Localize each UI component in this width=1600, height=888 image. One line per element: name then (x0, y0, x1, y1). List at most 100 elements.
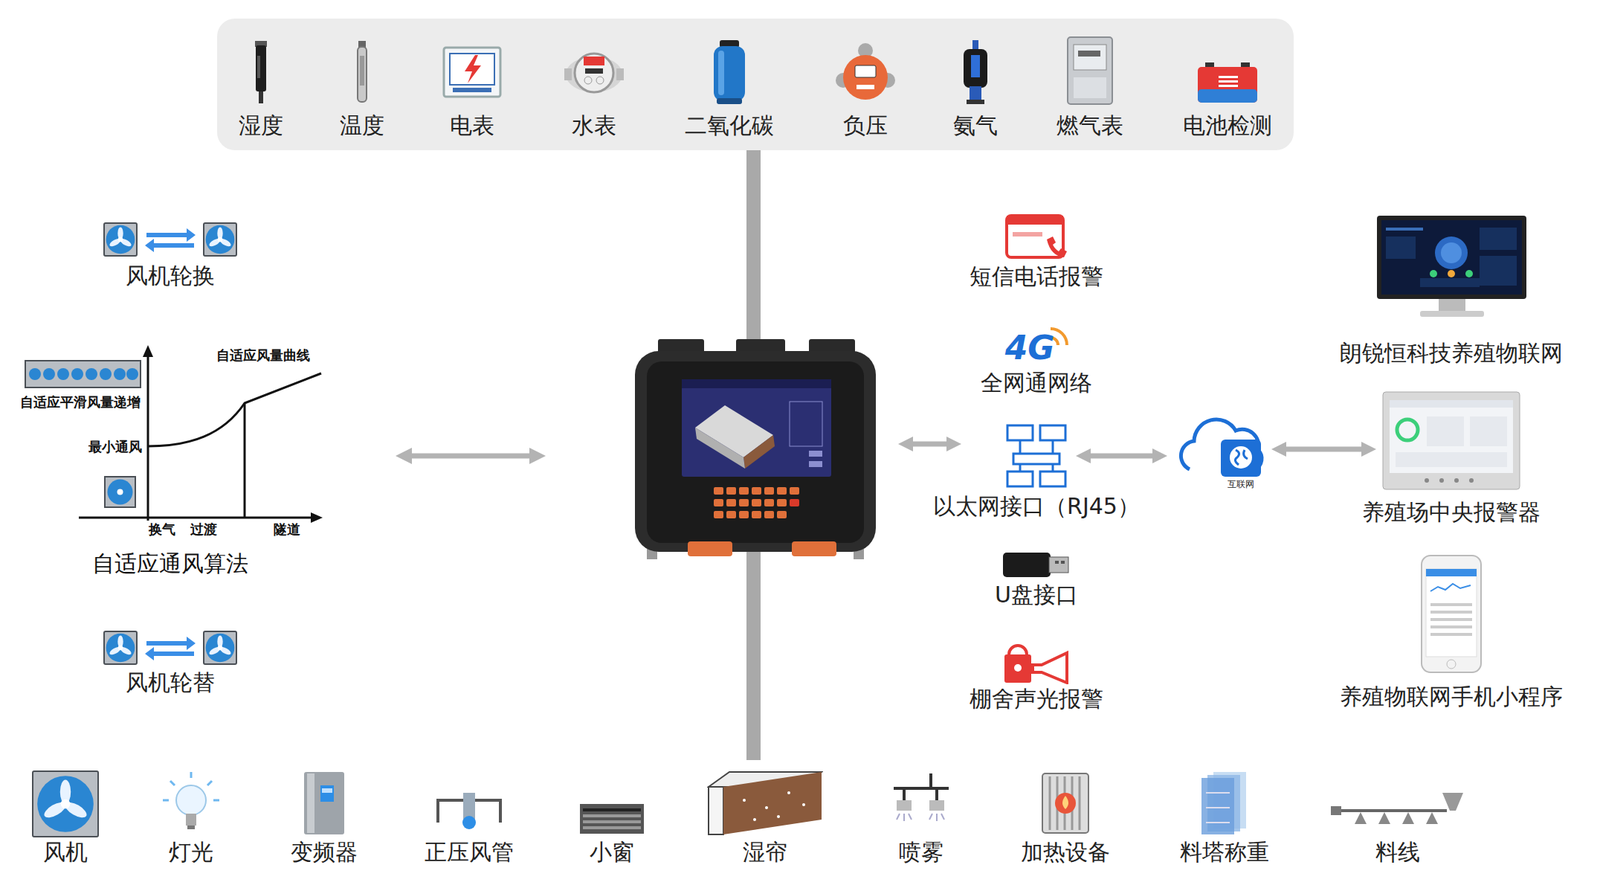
icon-part (443, 47, 501, 97)
device-icon (103, 630, 238, 665)
device-label: 加热设备 (1020, 838, 1111, 866)
icon-part (1479, 255, 1517, 286)
icon-part (104, 223, 137, 256)
icon-part (1008, 645, 1027, 655)
device-label: 养殖场中央报警器 (1362, 498, 1541, 526)
icon-part (963, 49, 988, 88)
icon-part (1465, 269, 1473, 278)
chart (310, 512, 323, 523)
connector-part (1089, 453, 1154, 459)
icon-part (1429, 269, 1438, 278)
device-label: 变频器 (290, 838, 358, 866)
icon-part (1438, 298, 1466, 313)
controller (726, 498, 737, 507)
controller (713, 486, 724, 495)
device-label: 互联网 (1227, 478, 1255, 490)
icon-part (1430, 602, 1473, 606)
icon-part (106, 225, 136, 255)
controller (764, 498, 774, 507)
link-arrow (395, 447, 412, 464)
icon-part (972, 40, 979, 51)
icon-part (582, 820, 641, 824)
icon-part (1376, 215, 1527, 299)
icon-part (1454, 478, 1459, 483)
fan-bank (126, 368, 139, 380)
icon-part (1354, 811, 1367, 824)
device-label: 料线 (1375, 838, 1421, 866)
device-icon (834, 43, 897, 103)
controller (713, 510, 724, 519)
icon-part (966, 99, 985, 105)
fan-bank (71, 368, 84, 380)
device-icon (103, 222, 238, 257)
device-label: 风机 (43, 838, 88, 866)
icon-part (257, 55, 261, 79)
controller (726, 486, 737, 495)
icon-part (203, 631, 237, 664)
device-item: U盘接口 (1002, 550, 1070, 579)
section-caption: 自适应通风算法 (92, 550, 249, 577)
device-item: 水表 (564, 47, 624, 97)
icon-part (1395, 452, 1508, 467)
icon-part (971, 55, 980, 78)
icon-part (1333, 808, 1447, 812)
device-item: 湿度 (246, 40, 276, 105)
chart-label: 隧道 (273, 521, 301, 538)
icon-part (1385, 227, 1424, 231)
device-item: 氨气 (959, 40, 992, 106)
controller (808, 460, 823, 467)
device-icon (347, 40, 377, 105)
device-label: 风机轮换 (125, 262, 215, 290)
controller (743, 434, 775, 469)
icon-part (1426, 416, 1464, 447)
connector-part (1361, 441, 1377, 457)
single-fan (107, 479, 134, 505)
icon-part (462, 815, 476, 829)
icon-part (1205, 792, 1230, 823)
device-label: 喷雾 (898, 838, 944, 866)
icon-part (1013, 453, 1060, 464)
icon-part (1220, 439, 1261, 477)
controller (634, 339, 876, 560)
connector-part (1284, 446, 1363, 453)
icon-part (1434, 236, 1468, 270)
device-icon (564, 47, 624, 97)
icon-part (1469, 478, 1474, 483)
icon-part (1469, 416, 1508, 447)
single-fan (104, 476, 136, 508)
device-label: 正压风管 (424, 838, 514, 866)
icon-part (1397, 419, 1418, 441)
icon-part (1420, 310, 1485, 317)
icon-part (1040, 471, 1066, 487)
icon-part (104, 223, 137, 256)
icon-part (1446, 659, 1456, 669)
icon-part (776, 814, 780, 818)
icon-part (1430, 617, 1473, 621)
icon-part (1426, 568, 1477, 657)
icon-part (1004, 654, 1032, 683)
chart-label: 过渡 (190, 521, 218, 538)
icon-part (716, 98, 743, 105)
chart-label: 最小通风 (88, 438, 143, 456)
icon-part (1378, 811, 1391, 824)
icon-part (1002, 552, 1051, 577)
link-arrow (395, 447, 546, 464)
device-icon (298, 770, 351, 837)
device-item: 小窗 (578, 799, 646, 837)
icon-part (176, 785, 206, 815)
chart (78, 516, 313, 519)
icon-part (1078, 50, 1101, 57)
controller (776, 486, 787, 495)
icon-part (713, 46, 745, 102)
icon-part (1060, 560, 1065, 564)
device-icon (707, 770, 824, 837)
controller (776, 498, 787, 507)
device-label: 电表 (449, 112, 495, 140)
chart (243, 402, 247, 518)
device-icon (1191, 770, 1258, 837)
device-label: 全网通网络 (980, 369, 1093, 397)
link-arrow (898, 436, 962, 452)
icon-part (203, 223, 237, 256)
icon-part (1447, 269, 1456, 278)
